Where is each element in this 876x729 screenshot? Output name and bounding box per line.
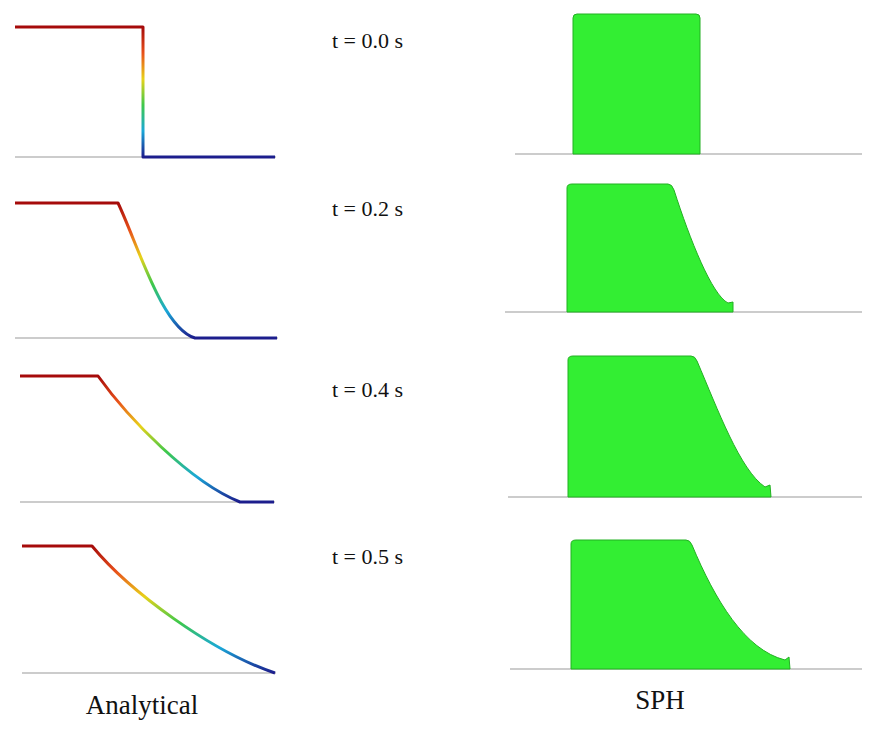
- column-title: Analytical: [86, 690, 198, 721]
- time-label: t = 0.0 s: [332, 28, 403, 54]
- time-label: t = 0.2 s: [332, 196, 403, 222]
- time-label: t = 0.5 s: [332, 544, 403, 570]
- time-label: t = 0.4 s: [332, 377, 403, 403]
- column-title: SPH: [635, 685, 685, 716]
